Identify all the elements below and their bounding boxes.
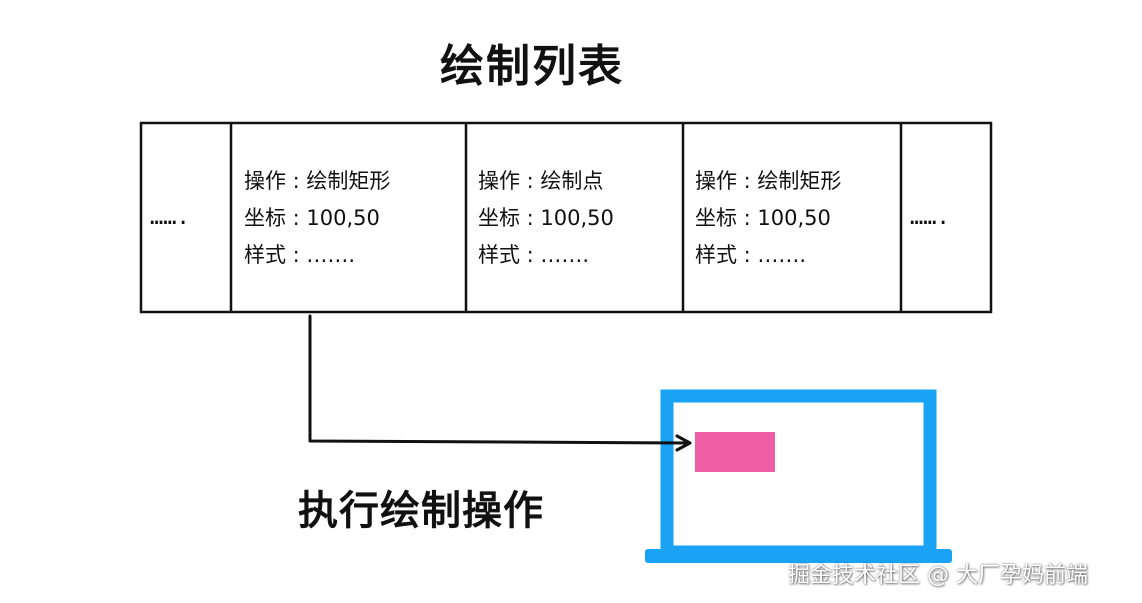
laptop-base [645,549,952,563]
execute-arrow [308,314,692,452]
table-border [139,121,993,314]
list-item: 操作 : 绘制矩形 坐标 : 100,50 样式 : ……. [244,163,390,274]
right-ellipsis: ……. [910,205,950,230]
drawn-rectangle [695,432,775,472]
arrow-head [675,434,692,452]
draw-list-table [139,121,993,314]
style-text: 样式 : ……. [695,243,807,267]
execute-draw-label: 执行绘制操作 [298,488,544,534]
list-item: 操作 : 绘制矩形 坐标 : 100,50 样式 : ……. [695,163,841,274]
list-item: 操作 : 绘制点 坐标 : 100,50 样式 : ……. [478,163,614,274]
arrow-line [308,314,690,445]
operation-text: 操作 : 绘制矩形 [695,169,842,193]
coordinate-text: 坐标 : 100,50 [695,206,831,230]
screen-frame [660,389,937,559]
laptop-icon [645,389,952,563]
operation-text: 操作 : 绘制点 [478,169,604,193]
page-title: 绘制列表 [440,41,624,92]
coordinate-text: 坐标 : 100,50 [478,206,614,230]
coordinate-text: 坐标 : 100,50 [244,206,380,230]
style-text: 样式 : ……. [478,243,590,267]
left-ellipsis: ……. [150,205,190,230]
operation-text: 操作 : 绘制矩形 [244,169,391,193]
style-text: 样式 : ……. [244,243,356,267]
watermark: 掘金技术社区 @ 大厂孕妈前端 [788,563,1088,588]
